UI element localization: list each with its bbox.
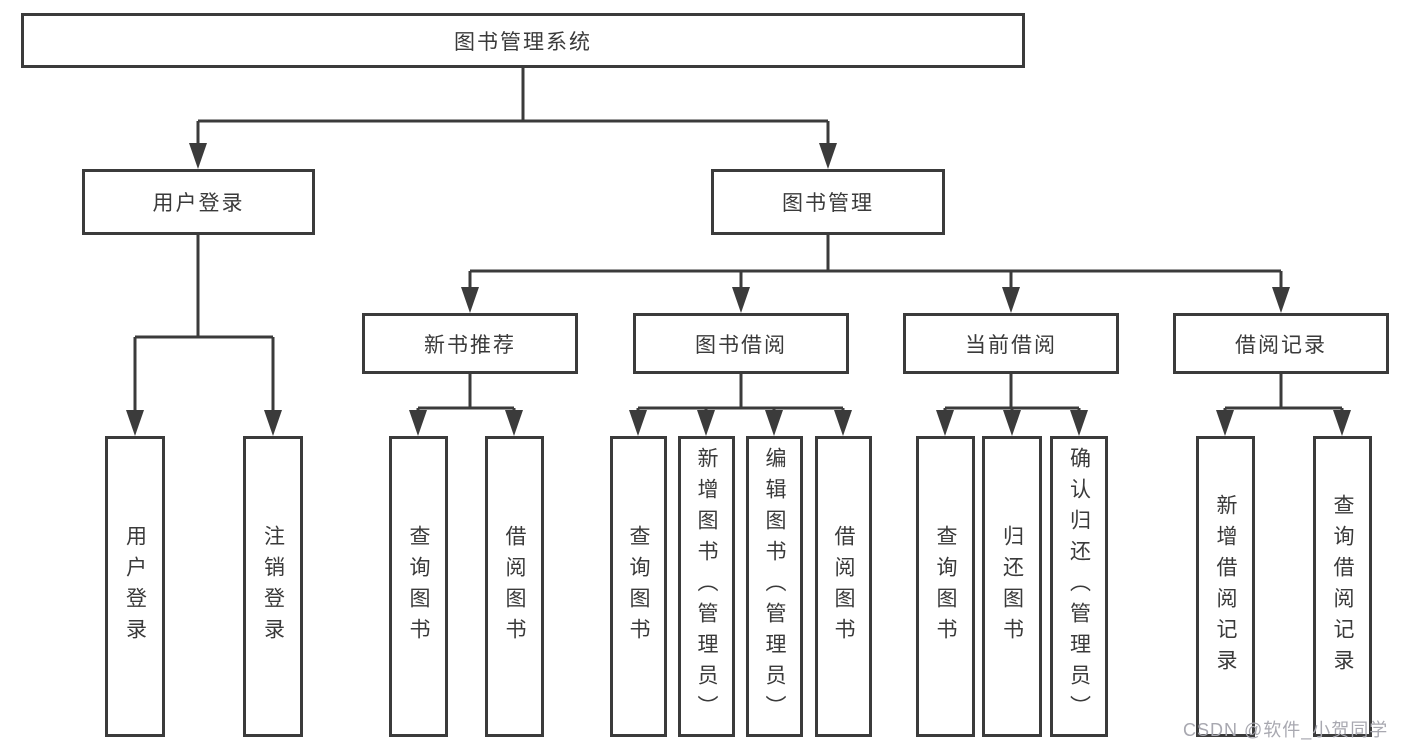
node-label: 编辑图书（管理员） <box>763 447 786 726</box>
node-cb-confirm-return-admin: 确认归还（管理员） <box>1050 436 1108 737</box>
node-current-borrowing: 当前借阅 <box>903 313 1119 374</box>
node-user-login: 用户登录 <box>82 169 315 235</box>
watermark: CSDN @软件_小贺同学 <box>1183 720 1389 740</box>
node-bb-edit-books-admin: 编辑图书（管理员） <box>746 436 803 737</box>
connector-records-to-leaves <box>1223 374 1344 414</box>
node-book-borrowing: 图书借阅 <box>633 313 849 374</box>
node-label: 查询图书 <box>934 524 957 649</box>
node-label: 新增借阅记录 <box>1214 493 1237 680</box>
node-label: 新增图书（管理员） <box>695 447 718 726</box>
node-label: 归还图书 <box>1000 524 1024 649</box>
node-new-book-recommend: 新书推荐 <box>362 313 578 374</box>
node-cb-query-books: 查询图书 <box>916 436 975 737</box>
node-leaf-logout: 注销登录 <box>243 436 303 737</box>
node-label: 图书管理 <box>782 192 874 215</box>
node-br-add-record: 新增借阅记录 <box>1196 436 1255 737</box>
connector-recommend-to-leaves <box>416 374 516 414</box>
node-bb-add-books-admin: 新增图书（管理员） <box>678 436 735 737</box>
node-book-management: 图书管理 <box>711 169 945 235</box>
node-cb-return-books: 归还图书 <box>982 436 1042 737</box>
node-label: 查询图书 <box>627 524 650 649</box>
node-leaf-user-login: 用户登录 <box>105 436 165 737</box>
node-root: 图书管理系统 <box>21 13 1025 68</box>
node-label: 当前借阅 <box>965 333 1057 357</box>
connector-current-to-leaves <box>943 374 1081 414</box>
node-label: 新书推荐 <box>424 333 516 357</box>
node-label: 用户登录 <box>152 192 245 215</box>
node-borrow-records: 借阅记录 <box>1173 313 1389 374</box>
node-bb-query-books: 查询图书 <box>610 436 667 737</box>
node-label: 图书借阅 <box>695 333 787 357</box>
node-label: 注销登录 <box>261 524 285 649</box>
arrowheads-level3 <box>461 287 1290 313</box>
node-rec-borrow-books: 借阅图书 <box>485 436 544 737</box>
node-br-query-record: 查询借阅记录 <box>1313 436 1372 737</box>
node-label: 借阅记录 <box>1235 333 1327 357</box>
arrowheads-userlogin-leaves <box>126 410 282 436</box>
connector-root-to-level2 <box>196 68 830 146</box>
node-label: 查询图书 <box>407 524 430 649</box>
connector-borrowing-to-leaves <box>636 374 845 414</box>
node-label: 借阅图书 <box>832 524 855 649</box>
arrowheads-level2 <box>189 143 837 169</box>
node-label: 借阅图书 <box>503 524 526 649</box>
arrowheads-level4 <box>409 410 1351 436</box>
connector-userlogin-to-leaves <box>133 235 275 414</box>
node-label: 用户登录 <box>123 524 147 649</box>
node-label: 确认归还（管理员） <box>1067 447 1091 726</box>
node-rec-query-books: 查询图书 <box>389 436 448 737</box>
node-label: 查询借阅记录 <box>1331 493 1354 680</box>
node-bb-borrow-books: 借阅图书 <box>815 436 872 737</box>
node-label: 图书管理系统 <box>454 30 592 54</box>
connector-bookmgmt-to-level3 <box>468 235 1283 290</box>
